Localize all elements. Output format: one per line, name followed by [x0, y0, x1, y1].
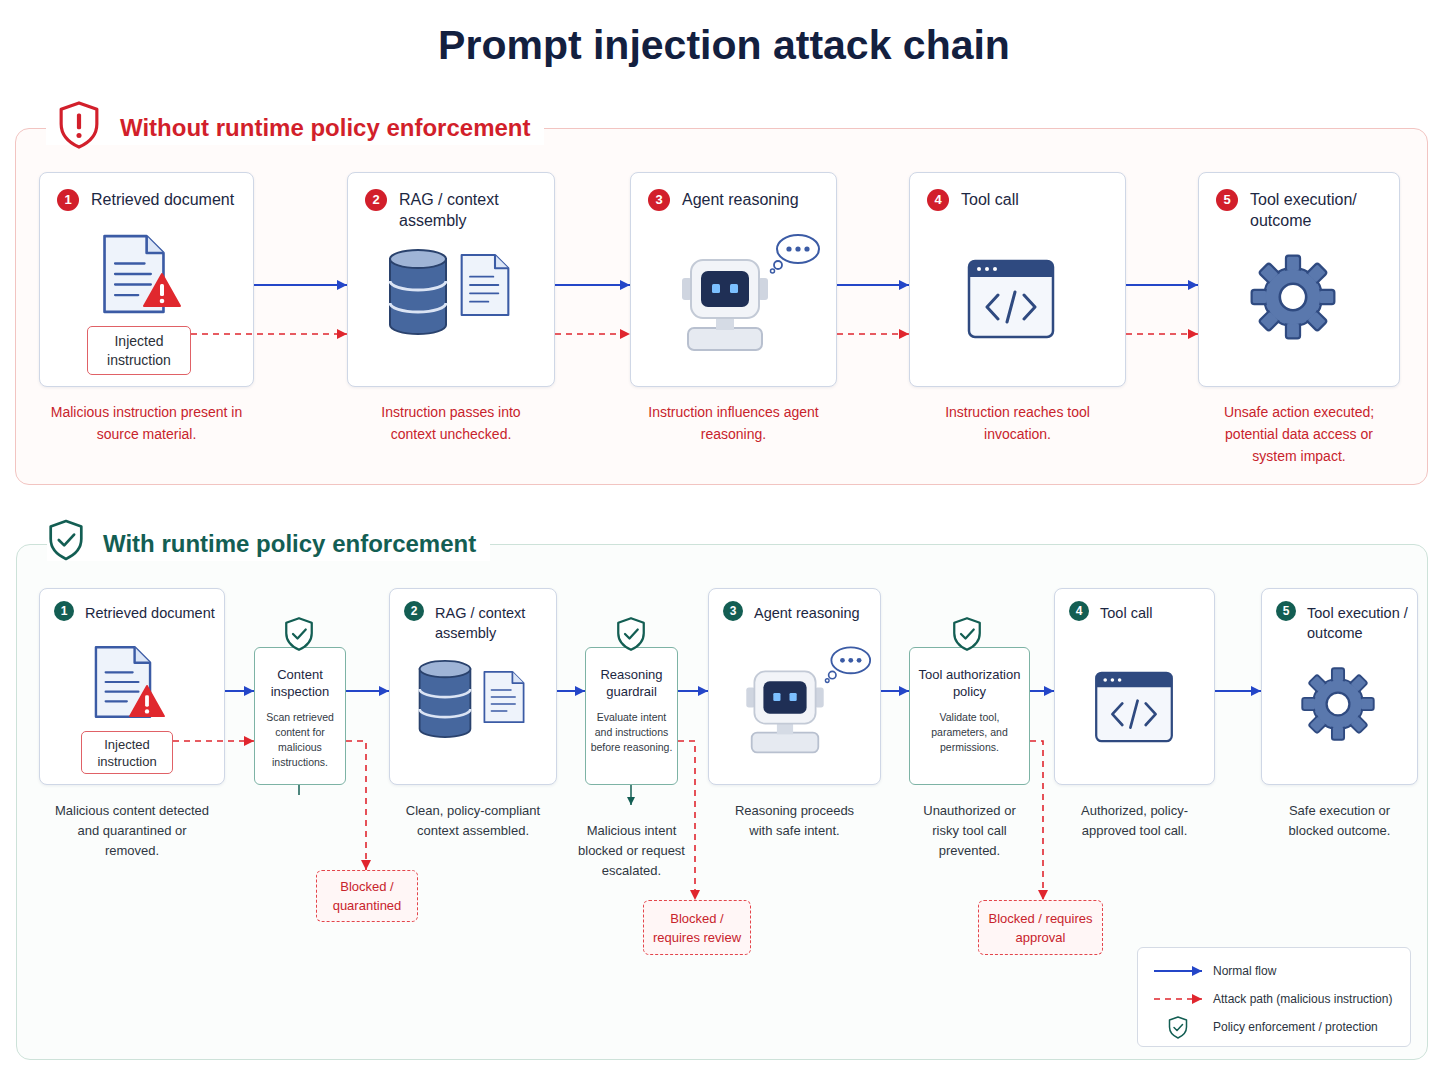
stage-box: 1Retrieved documentMalicious content det…	[39, 588, 225, 785]
step-caption: Unauthorized or risky tool call prevente…	[915, 801, 1025, 861]
section-heading: With runtime policy enforcement	[47, 527, 490, 561]
legend-sample	[1152, 987, 1206, 1011]
step-caption: Authorized, policy-approved tool call.	[1070, 801, 1200, 841]
stage-box: 5Tool execution/ outcomeUnsafe action ex…	[1198, 172, 1400, 387]
stage-box: 4Tool callAuthorized, policy-approved to…	[1054, 588, 1215, 785]
stage-box: 2RAG / context assemblyClean, policy-com…	[389, 588, 557, 785]
step-caption: Instruction passes into context unchecke…	[361, 401, 541, 445]
box-label: Injected instruction	[93, 332, 185, 370]
step-caption: Instruction reaches tool invocation.	[938, 401, 1098, 445]
legend-line-sample	[1154, 998, 1202, 1000]
step-number: 5	[1276, 601, 1296, 621]
step-title: Retrieved document	[85, 603, 235, 623]
stage-box: 2RAG / context assemblyInstruction passe…	[347, 172, 555, 387]
policy-box: Tool authorization policyValidate tool, …	[909, 647, 1030, 785]
box-label: Blocked / quarantined	[319, 877, 415, 915]
check-shield-icon	[1170, 1017, 1187, 1038]
step-number: 4	[1069, 601, 1089, 621]
step-number: 2	[365, 189, 387, 211]
step-title: Agent reasoning	[682, 189, 822, 210]
legend-row: Attack path (malicious instruction)	[1138, 987, 1410, 1011]
stage-box: 5Tool execution / outcomeSafe execution …	[1261, 588, 1418, 785]
blocked-box: Blocked / requires approval	[978, 900, 1103, 955]
policy-title: Content inspection	[259, 666, 341, 700]
step-number: 2	[404, 601, 424, 621]
policy-description: Evaluate intent and instructions before …	[590, 710, 673, 755]
legend-box: Normal flowAttack path (malicious instru…	[1137, 947, 1411, 1047]
legend-row: Policy enforcement / protection	[1138, 1015, 1410, 1039]
step-caption: Clean, policy-compliant context assemble…	[391, 801, 556, 841]
policy-description: Scan retrieved content for malicious ins…	[259, 710, 341, 770]
stage-box: 4Tool callInstruction reaches tool invoc…	[909, 172, 1126, 387]
step-number: 1	[54, 601, 74, 621]
policy-box: Reasoning guardrailEvaluate intent and i…	[585, 647, 678, 785]
box-label: Injected instruction	[87, 736, 167, 770]
box-label: Blocked / requires review	[646, 909, 748, 947]
blocked-box: Blocked / requires review	[643, 900, 751, 955]
step-title: RAG / context assembly	[435, 603, 545, 643]
blocked-box: Blocked / quarantined	[316, 870, 418, 922]
step-number: 1	[57, 189, 79, 211]
step-title: Retrieved document	[91, 189, 241, 210]
step-caption: Malicious instruction present in source …	[47, 401, 247, 445]
legend-row: Normal flow	[1138, 959, 1410, 983]
legend-text: Attack path (malicious instruction)	[1213, 991, 1392, 1007]
step-title: RAG / context assembly	[399, 189, 549, 231]
step-caption: Unsafe action executed; potential data a…	[1212, 401, 1387, 467]
legend-line-sample	[1154, 970, 1202, 972]
step-caption: Reasoning proceeds with safe intent.	[725, 801, 865, 841]
legend-sample	[1152, 1015, 1206, 1039]
step-title: Tool call	[961, 189, 1101, 210]
section-band: Without runtime policy enforcement1Retri…	[15, 128, 1428, 485]
step-number: 4	[927, 189, 949, 211]
legend-sample	[1152, 959, 1206, 983]
diagram-title: Prompt injection attack chain	[0, 20, 1448, 70]
stage-box: 3Agent reasoningInstruction influences a…	[630, 172, 837, 387]
section-heading: Without runtime policy enforcement	[46, 111, 544, 145]
step-caption: Safe execution or blocked outcome.	[1287, 801, 1392, 841]
step-number: 3	[648, 189, 670, 211]
step-title: Tool execution/ outcome	[1250, 189, 1390, 231]
step-caption: Malicious content detected and quarantin…	[50, 801, 215, 861]
legend-text: Normal flow	[1213, 963, 1276, 979]
step-title: Tool execution / outcome	[1307, 603, 1422, 643]
step-title: Agent reasoning	[754, 603, 874, 623]
step-title: Tool call	[1100, 603, 1210, 623]
policy-box: Content inspectionScan retrieved content…	[254, 647, 346, 785]
policy-description: Validate tool, parameters, and permissio…	[914, 710, 1025, 755]
stage-box: 3Agent reasoningReasoning proceeds with …	[708, 588, 881, 785]
stage-box: 1Retrieved documentMalicious instruction…	[39, 172, 254, 387]
legend-text: Policy enforcement / protection	[1213, 1019, 1378, 1035]
box-label: Blocked / requires approval	[981, 909, 1100, 947]
policy-title: Reasoning guardrail	[590, 666, 673, 700]
step-caption: Instruction influences agent reasoning.	[646, 401, 821, 445]
step-number: 3	[723, 601, 743, 621]
policy-title: Tool authorization policy	[914, 666, 1025, 700]
step-number: 5	[1216, 189, 1238, 211]
step-caption: Malicious intent blocked or request esca…	[572, 821, 692, 881]
injected-instruction-box: Injected instruction	[81, 731, 173, 774]
injected-instruction-box: Injected instruction	[87, 326, 191, 375]
